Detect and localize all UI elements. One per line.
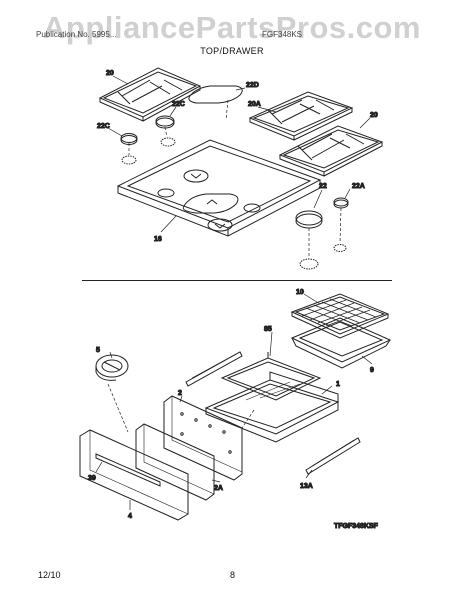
drawer-slide-frame <box>220 352 322 401</box>
callout-2a: 2A <box>214 485 223 492</box>
section-title: TOP/DRAWER <box>200 46 264 56</box>
burner-head-center <box>160 137 176 147</box>
broiler-pan-insert <box>290 293 390 339</box>
burner-head-right <box>333 244 347 252</box>
callout-22a: 22A <box>352 183 365 190</box>
burner-grate-left <box>98 67 202 122</box>
callout-22c-left: 22C <box>97 123 110 130</box>
callout-1: 1 <box>336 381 340 388</box>
callout-20-left: 20 <box>106 70 114 77</box>
drawer-handle <box>95 453 161 487</box>
callout-2: 2 <box>178 390 182 397</box>
cooktop-main-top <box>116 139 322 237</box>
callout-13a: 13A <box>300 483 313 490</box>
callout-22: 22 <box>319 183 327 190</box>
burner-cap-small <box>155 115 175 127</box>
burner-head-left <box>121 155 137 165</box>
leader-lines-bottom <box>95 293 373 510</box>
drawer-body <box>204 371 340 443</box>
drawer-back-panel <box>163 395 243 481</box>
diagram-code: TFGF348KSF <box>334 523 379 530</box>
callout-5: 5 <box>96 347 100 354</box>
drawer-rail-left <box>185 351 243 387</box>
callout-16: 16 <box>154 236 162 243</box>
watermark: AppliancePartsPros.com <box>43 10 421 45</box>
leader-lines-top <box>107 75 371 233</box>
burner-head-front <box>299 258 319 270</box>
callout-22d: 22D <box>246 82 259 89</box>
drawer-rail-right <box>305 437 361 475</box>
burner-grate-center <box>248 91 354 141</box>
burner-cap-left <box>120 133 138 143</box>
burner-grate-right <box>278 125 384 177</box>
model-number: FGF348KS <box>262 30 303 39</box>
callout-39: 39 <box>88 475 96 482</box>
footer-date: 12/10 <box>38 570 61 580</box>
section-divider <box>82 280 392 281</box>
burner-cap-large <box>295 210 323 226</box>
callout-22c-top: 22C <box>172 101 185 108</box>
callout-9: 9 <box>370 367 374 374</box>
drawer-inner-panel <box>135 423 215 501</box>
publication-label: Publication No. 5995... <box>36 30 117 39</box>
callout-20a: 20A <box>248 101 261 108</box>
footer-page-number: 8 <box>230 570 236 580</box>
callout-85: 85 <box>264 326 272 333</box>
control-knob <box>95 354 129 381</box>
callout-4: 4 <box>128 513 132 520</box>
oval-burner-cap <box>188 85 243 104</box>
callout-20-right: 20 <box>370 112 378 119</box>
drawer-front-panel <box>79 429 189 521</box>
callout-10: 10 <box>296 289 304 296</box>
broiler-pan <box>290 317 392 369</box>
burner-cap-22a <box>333 197 349 207</box>
